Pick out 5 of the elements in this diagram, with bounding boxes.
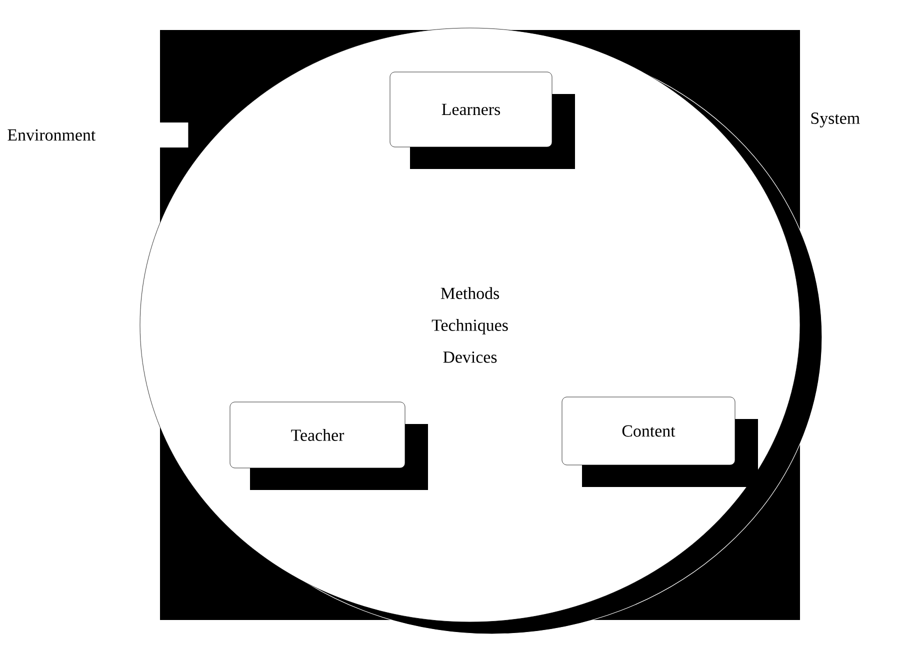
rounded-box: Learners [390, 72, 552, 148]
region-label: Environment [3, 122, 188, 148]
rounded-box: Teacher [230, 402, 406, 468]
rounded-box: Content [562, 396, 736, 466]
center-text: Methods Techniques Devices [432, 287, 508, 363]
